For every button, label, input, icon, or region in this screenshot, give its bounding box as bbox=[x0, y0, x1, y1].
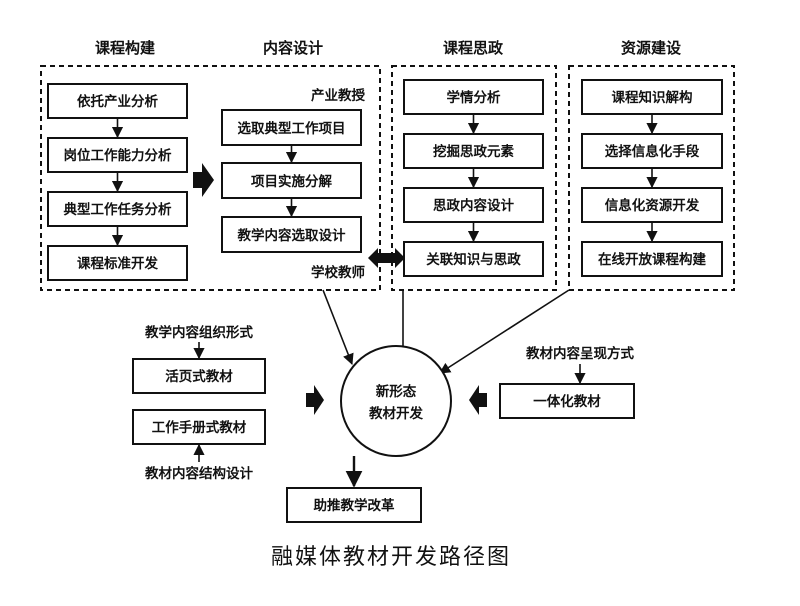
resource-building-steps: 课程知识解构 选择信息化手段 信息化资源开发 在线开放课程构建 bbox=[581, 79, 723, 277]
step-box bbox=[403, 241, 544, 277]
course-construction-steps: 依托产业分析 岗位工作能力分析 典型工作任务分析 课程标准开发 bbox=[47, 83, 188, 281]
step-label: 典型工作任务分析 bbox=[64, 201, 172, 218]
note-content-presentation: 教材内容呈现方式 bbox=[526, 345, 634, 362]
step-label: 在线开放课程构建 bbox=[598, 251, 706, 268]
note-school-teacher: 学校教师 bbox=[311, 264, 365, 281]
ideological-politics-steps: 学情分析 挖掘思政元素 思政内容设计 关联知识与思政 bbox=[403, 79, 544, 277]
block-arrow-right bbox=[306, 385, 324, 415]
note-content-organization: 教学内容组织形式 bbox=[145, 324, 253, 341]
step-box bbox=[581, 187, 723, 223]
center-label-line1: 新形态 bbox=[376, 383, 417, 400]
group-ideological-politics bbox=[391, 65, 557, 291]
group-resource-building bbox=[568, 65, 735, 291]
figure-caption: 融媒体教材开发路径图 bbox=[271, 545, 511, 570]
step-label: 信息化资源开发 bbox=[605, 197, 700, 214]
step-box bbox=[47, 191, 188, 227]
center-node bbox=[340, 345, 452, 457]
integrated-textbook-label: 一体化教材 bbox=[533, 393, 601, 410]
step-box bbox=[581, 79, 723, 115]
group-course-and-content bbox=[40, 65, 381, 291]
step-label: 选取典型工作项目 bbox=[238, 120, 346, 137]
block-arrow-right bbox=[193, 163, 214, 197]
step-box bbox=[403, 187, 544, 223]
loose-leaf-textbook-box bbox=[132, 358, 266, 394]
header-course-construction: 课程构建 bbox=[95, 39, 156, 57]
note-industry-professor: 产业教授 bbox=[311, 87, 365, 104]
loose-leaf-textbook-label: 活页式教材 bbox=[165, 368, 233, 385]
step-label: 课程知识解构 bbox=[612, 89, 693, 106]
step-box bbox=[221, 162, 362, 199]
step-box bbox=[403, 79, 544, 115]
step-box bbox=[581, 133, 723, 169]
step-box bbox=[221, 109, 362, 146]
step-label: 挖掘思政元素 bbox=[433, 143, 514, 160]
outcome-label: 助推教学改革 bbox=[314, 497, 395, 514]
header-content-design: 内容设计 bbox=[263, 39, 323, 57]
connector-content-to-center bbox=[322, 289, 354, 366]
workbook-textbook-label: 工作手册式教材 bbox=[152, 419, 247, 436]
step-box bbox=[47, 137, 188, 173]
step-label: 依托产业分析 bbox=[77, 93, 158, 110]
step-box bbox=[403, 133, 544, 169]
step-label: 思政内容设计 bbox=[433, 197, 514, 214]
step-box bbox=[47, 83, 188, 119]
step-label: 关联知识与思政 bbox=[426, 251, 521, 268]
step-box bbox=[581, 241, 723, 277]
integrated-textbook-box bbox=[499, 383, 635, 419]
step-label: 课程标准开发 bbox=[77, 255, 158, 272]
outcome-box bbox=[286, 487, 422, 523]
center-label-line2: 教材开发 bbox=[369, 405, 423, 422]
step-label: 岗位工作能力分析 bbox=[64, 147, 172, 164]
header-resource-building: 资源建设 bbox=[621, 39, 681, 57]
block-arrow-bidirectional bbox=[368, 248, 405, 268]
note-content-structure: 教材内容结构设计 bbox=[145, 465, 253, 482]
step-box bbox=[221, 216, 362, 253]
connector-resource-to-center bbox=[439, 289, 570, 374]
block-arrow-left bbox=[469, 385, 487, 415]
step-label: 教学内容选取设计 bbox=[238, 227, 346, 244]
step-label: 学情分析 bbox=[447, 89, 501, 106]
header-ideological-politics: 课程思政 bbox=[443, 39, 504, 57]
step-box bbox=[47, 245, 188, 281]
step-label: 项目实施分解 bbox=[251, 173, 332, 190]
step-label: 选择信息化手段 bbox=[605, 143, 700, 160]
content-design-steps: 产业教授 选取典型工作项目 项目实施分解 教学内容选取设计 学校教师 bbox=[221, 87, 365, 281]
